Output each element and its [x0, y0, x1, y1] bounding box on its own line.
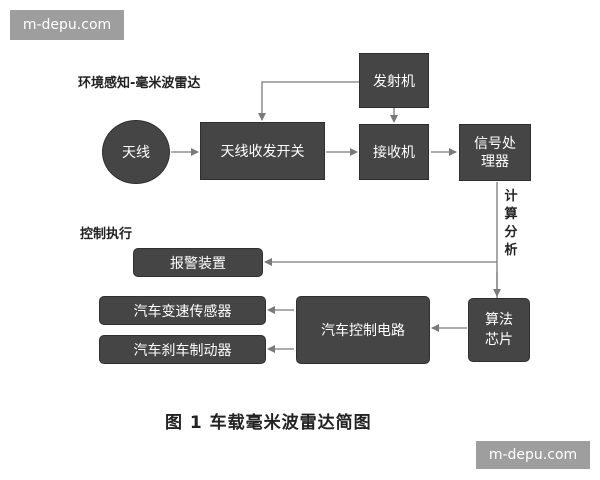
perception-heading: 环境感知-毫米波雷达 [78, 76, 201, 91]
watermark-bottom: m-depu.com [476, 441, 590, 469]
receiver-node: 接收机 [359, 124, 429, 180]
watermark-top: m-depu.com [10, 10, 124, 40]
chip-node: 算法芯片 [468, 298, 530, 362]
brake-node: 汽车刹车制动器 [99, 335, 266, 364]
control-circuit-node: 汽车控制电路 [296, 296, 430, 364]
figure-caption: 图 1 车载毫米波雷达简图 [165, 413, 372, 433]
compute-label: 计算分析 [504, 189, 518, 258]
alarm-node: 报警装置 [133, 248, 263, 277]
switch-node: 天线收发开关 [200, 122, 325, 180]
control-heading: 控制执行 [80, 227, 133, 242]
arrow-transmitter-switch [258, 81, 359, 121]
transmitter-node: 发射机 [359, 53, 429, 108]
speed-sensor-node: 汽车变速传感器 [99, 296, 266, 325]
processor-node: 信号处理器 [459, 124, 531, 181]
antenna-node: 天线 [102, 120, 170, 184]
